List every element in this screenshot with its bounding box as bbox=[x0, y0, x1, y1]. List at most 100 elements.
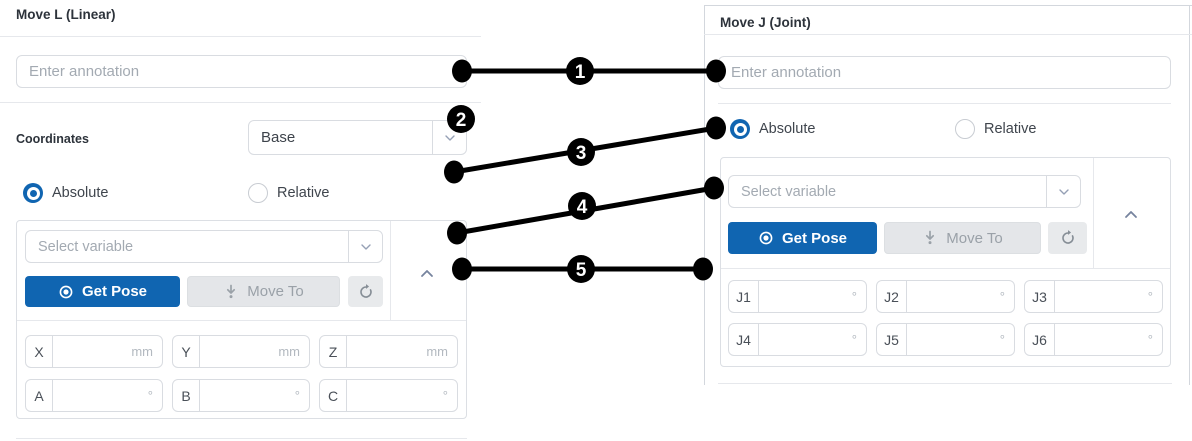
variable-select-placeholder: Select variable bbox=[741, 183, 837, 200]
callout-3: 3 bbox=[444, 116, 726, 184]
move-j-refresh-button[interactable] bbox=[1048, 222, 1087, 254]
absolute-radio-label: Absolute bbox=[52, 185, 109, 201]
j3-field-label: J3 bbox=[1025, 281, 1055, 312]
coordinates-label: Coordinates bbox=[16, 132, 89, 146]
relative-radio-label: Relative bbox=[277, 185, 330, 201]
radio-selected-icon[interactable] bbox=[23, 183, 43, 203]
z-field: Z mm bbox=[319, 335, 458, 368]
z-value-input[interactable] bbox=[347, 336, 427, 367]
chevron-down-icon bbox=[1058, 188, 1069, 195]
get-pose-label: Get Pose bbox=[781, 229, 848, 247]
panel-top-border bbox=[704, 5, 1192, 6]
a-field-label: A bbox=[26, 380, 53, 411]
c-field-unit: ° bbox=[442, 388, 448, 403]
j5-field: J5 ° bbox=[876, 323, 1015, 356]
j4-field: J4 ° bbox=[728, 323, 867, 356]
j4-field-label: J4 bbox=[729, 324, 759, 355]
move-l-refresh-button[interactable] bbox=[348, 276, 383, 307]
callout-endpoint-dot bbox=[706, 116, 726, 140]
divider bbox=[0, 102, 481, 103]
j6-field-unit: ° bbox=[1147, 332, 1153, 347]
divider bbox=[704, 34, 1192, 35]
variable-select-caret[interactable] bbox=[348, 231, 382, 262]
move-j-get-pose-button[interactable]: Get Pose bbox=[728, 222, 877, 254]
move-l-move-to-button[interactable]: Move To bbox=[187, 276, 340, 307]
j2-value-input[interactable] bbox=[907, 281, 1000, 312]
j1-value-input[interactable] bbox=[759, 281, 852, 312]
variable-select-placeholder: Select variable bbox=[38, 238, 134, 255]
move-to-label: Move To bbox=[247, 283, 304, 300]
j2-field: J2 ° bbox=[876, 280, 1015, 313]
j5-field-label: J5 bbox=[877, 324, 907, 355]
j3-value-input[interactable] bbox=[1055, 281, 1148, 312]
callout-badge bbox=[566, 57, 594, 85]
c-value-input[interactable] bbox=[347, 380, 443, 411]
radio-unselected-icon[interactable] bbox=[248, 183, 268, 203]
b-field-label: B bbox=[173, 380, 200, 411]
callout-number: 1 bbox=[575, 62, 586, 83]
box-divider bbox=[390, 221, 391, 320]
b-field: B ° bbox=[172, 379, 310, 412]
move-j-absolute-radio[interactable]: Absolute bbox=[730, 119, 815, 139]
j2-field-label: J2 bbox=[877, 281, 907, 312]
callout-number: 5 bbox=[576, 260, 587, 281]
callout-badge bbox=[568, 192, 596, 220]
move-l-annotation-input[interactable] bbox=[16, 55, 467, 88]
y-field-label: Y bbox=[173, 336, 200, 367]
j5-value-input[interactable] bbox=[907, 324, 1000, 355]
refresh-icon bbox=[359, 283, 372, 298]
move-l-absolute-radio[interactable]: Absolute bbox=[23, 183, 108, 203]
move-j-move-to-button[interactable]: Move To bbox=[884, 222, 1041, 254]
move-l-get-pose-button[interactable]: Get Pose bbox=[25, 276, 180, 307]
radio-selected-icon[interactable] bbox=[730, 119, 750, 139]
y-value-input[interactable] bbox=[200, 336, 279, 367]
move-j-variable-select[interactable]: Select variable bbox=[728, 175, 1081, 208]
a-value-input[interactable] bbox=[53, 380, 148, 411]
j4-value-input[interactable] bbox=[759, 324, 852, 355]
z-field-unit: mm bbox=[426, 344, 448, 359]
arrow-down-to-point-icon bbox=[926, 230, 935, 245]
a-field-unit: ° bbox=[147, 388, 153, 403]
a-field: A ° bbox=[25, 379, 163, 412]
j1-field-label: J1 bbox=[729, 281, 759, 312]
move-l-collapse-toggle[interactable] bbox=[417, 263, 437, 283]
move-j-annotation-input[interactable] bbox=[718, 56, 1171, 89]
move-l-relative-radio[interactable]: Relative bbox=[248, 183, 329, 203]
c-field: C ° bbox=[319, 379, 458, 412]
divider bbox=[718, 103, 1171, 104]
callout-endpoint-dot bbox=[693, 257, 713, 281]
x-field-label: X bbox=[26, 336, 53, 367]
chevron-down-icon bbox=[444, 134, 455, 141]
x-value-input[interactable] bbox=[53, 336, 132, 367]
panel-right-border bbox=[1189, 5, 1190, 385]
move-j-relative-radio[interactable]: Relative bbox=[955, 119, 1036, 139]
chevron-down-icon bbox=[360, 243, 371, 250]
panel-left-border bbox=[704, 5, 705, 385]
j6-field: J6 ° bbox=[1024, 323, 1163, 356]
move-to-label: Move To bbox=[946, 229, 1003, 247]
coordinates-select[interactable]: Base bbox=[248, 120, 467, 155]
callout-badge bbox=[567, 138, 595, 166]
target-icon bbox=[59, 285, 73, 298]
coordinates-select-caret[interactable] bbox=[432, 121, 466, 154]
c-field-label: C bbox=[320, 380, 347, 411]
relative-radio-label: Relative bbox=[984, 121, 1037, 137]
target-icon bbox=[759, 231, 773, 245]
callout-number: 3 bbox=[576, 143, 587, 164]
j1-field-unit: ° bbox=[851, 289, 857, 304]
divider bbox=[16, 438, 467, 439]
callout-5: 5 bbox=[452, 255, 713, 283]
coordinates-select-value: Base bbox=[261, 129, 296, 146]
arrow-down-to-point-icon bbox=[227, 284, 236, 298]
callout-badge bbox=[567, 255, 595, 283]
j3-field-unit: ° bbox=[1147, 289, 1153, 304]
j6-value-input[interactable] bbox=[1055, 324, 1148, 355]
move-l-variable-select[interactable]: Select variable bbox=[25, 230, 383, 263]
radio-unselected-icon[interactable] bbox=[955, 119, 975, 139]
j3-field: J3 ° bbox=[1024, 280, 1163, 313]
b-value-input[interactable] bbox=[200, 380, 295, 411]
chevron-up-icon bbox=[1125, 210, 1137, 218]
variable-select-caret[interactable] bbox=[1046, 176, 1080, 207]
move-j-collapse-toggle[interactable] bbox=[1121, 204, 1141, 224]
absolute-radio-label: Absolute bbox=[759, 121, 816, 137]
